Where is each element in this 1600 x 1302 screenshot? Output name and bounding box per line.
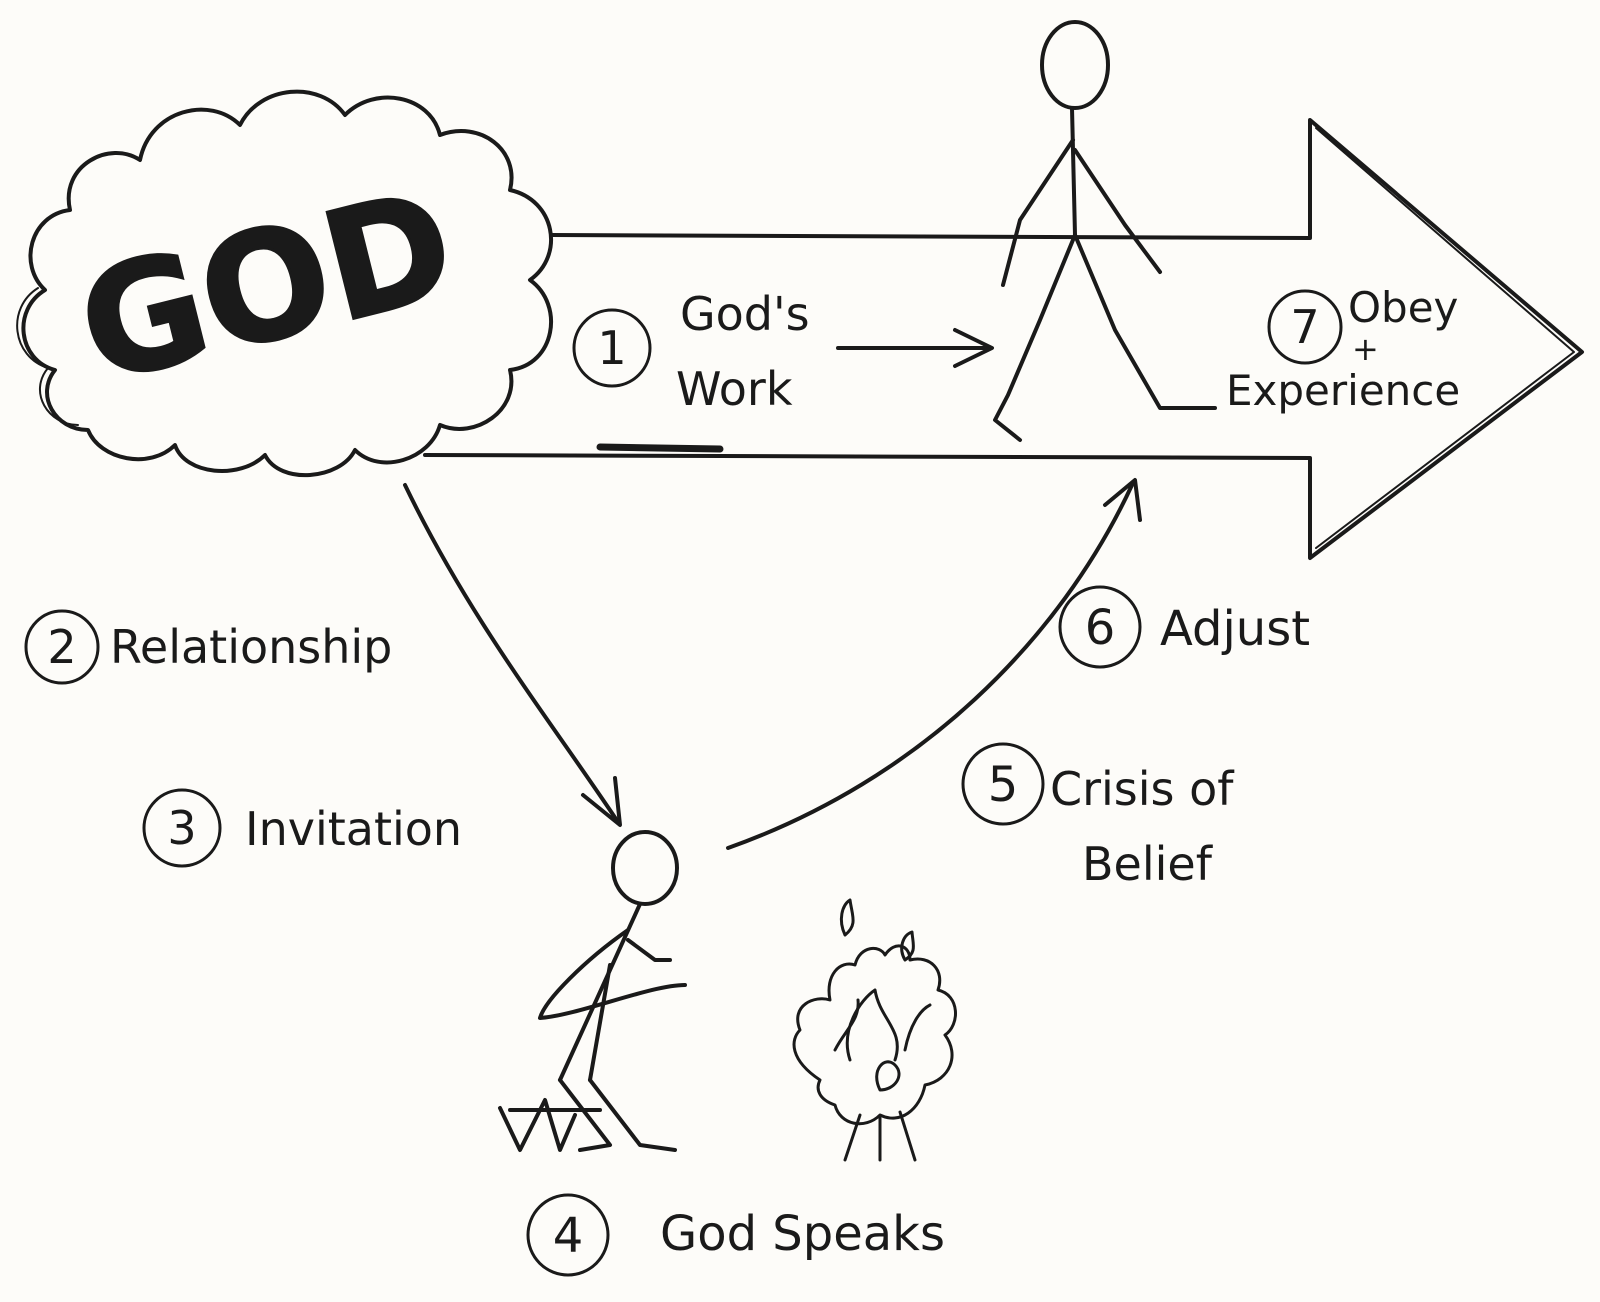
arrow-to-kneeling-figure [403, 483, 622, 827]
step-7-line2: Experience [1226, 366, 1460, 415]
step-7-circle [1267, 289, 1343, 365]
kneeling-praying-figure-icon [498, 830, 687, 1152]
step-5-number: 5 [988, 757, 1019, 813]
step-5-line1: Crisis of [1050, 762, 1235, 816]
step-7-line1: Obey [1348, 283, 1458, 332]
step-3-label: Invitation [245, 802, 462, 856]
step-1-number: 1 [597, 321, 626, 375]
step-6-label: Adjust [1160, 601, 1310, 657]
step-2-circle [24, 609, 100, 685]
step-7-number: 7 [1290, 300, 1319, 354]
cloud-label: GOD [64, 158, 470, 418]
step-4-circle [526, 1193, 610, 1277]
step-5-line2: Belief [1082, 837, 1214, 891]
cloud-icon [16, 89, 553, 477]
step-4-label: God Speaks [660, 1206, 945, 1262]
step-4-number: 4 [553, 1208, 584, 1264]
step-6-circle [1058, 585, 1142, 669]
step-1-line1: God's [680, 287, 810, 341]
step-5-circle [961, 742, 1045, 826]
burning-bush-icon [792, 898, 957, 1162]
step-6-number: 6 [1085, 600, 1116, 656]
gods-work-arrow [423, 118, 1584, 560]
step-2-label: Relationship [110, 620, 392, 674]
step-3-circle [142, 788, 222, 868]
arrow-to-adjust [726, 478, 1142, 850]
step-1-line2: Work [676, 362, 793, 416]
walking-stick-figure-icon [993, 20, 1217, 442]
small-arrow [836, 328, 994, 368]
step-3-number: 3 [167, 801, 196, 855]
step-7-plus: + [1352, 330, 1379, 368]
step-1-circle [572, 308, 652, 388]
step-2-number: 2 [47, 620, 76, 674]
